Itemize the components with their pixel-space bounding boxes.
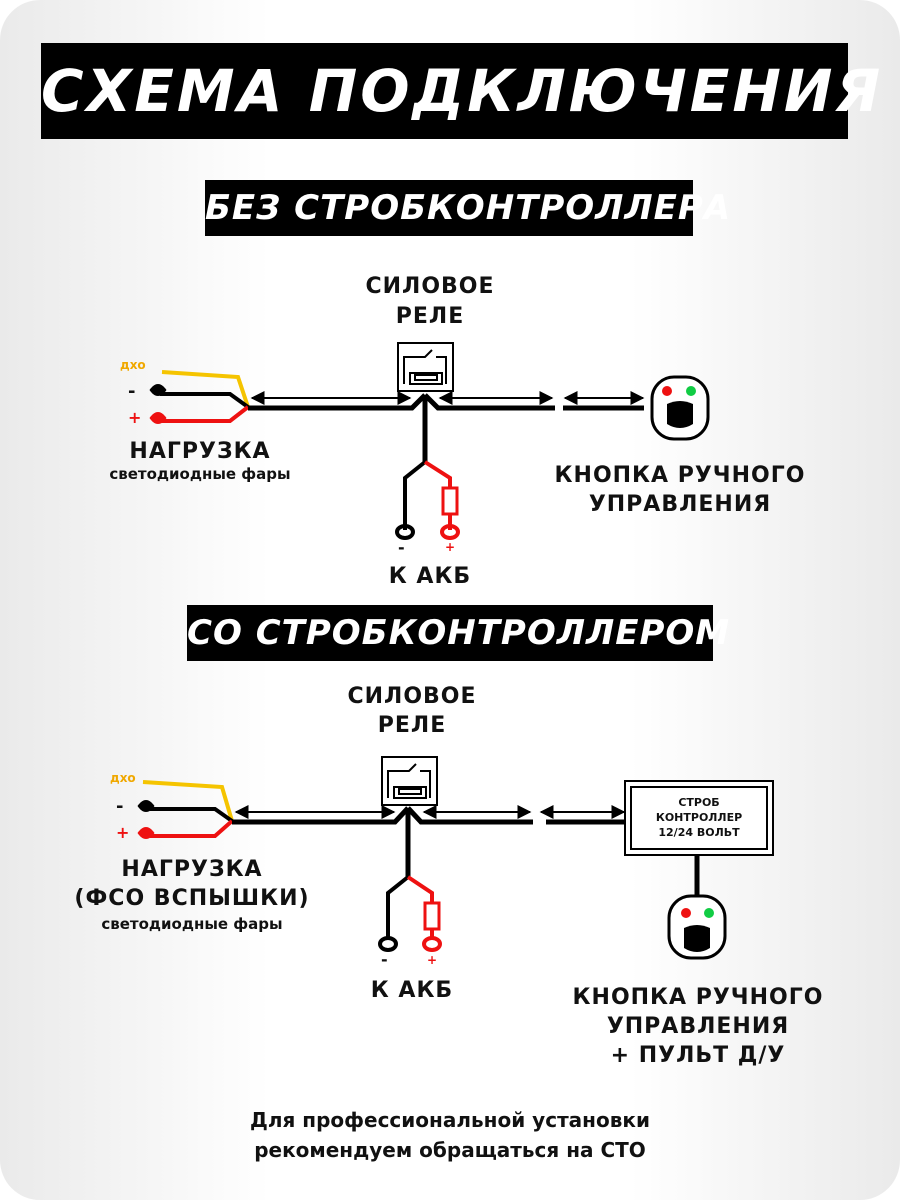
main-harness-right bbox=[423, 393, 555, 411]
load-plus-sign: + bbox=[116, 823, 130, 842]
load-minus-sign: - bbox=[116, 796, 124, 817]
battery-negative-terminal bbox=[378, 936, 398, 952]
relay-label-line2: РЕЛЕ bbox=[377, 713, 447, 738]
section1-heading: БЕЗ СТРОБКОНТРОЛЛЕРА bbox=[205, 180, 730, 236]
drl-label: дхо bbox=[110, 771, 136, 785]
manual-button-icon bbox=[667, 894, 727, 960]
load-label: НАГРУЗКА bbox=[129, 439, 271, 464]
battery-label: К АКБ bbox=[388, 564, 472, 589]
battery-label: К АКБ bbox=[370, 978, 454, 1003]
relay-label-line2: РЕЛЕ bbox=[395, 304, 465, 329]
load-negative-terminal bbox=[137, 800, 155, 812]
drl-wire bbox=[142, 780, 234, 822]
fuse-icon bbox=[423, 901, 441, 931]
main-harness-right bbox=[406, 806, 533, 825]
load-plus-sign: + bbox=[128, 408, 142, 427]
main-harness-left bbox=[232, 806, 410, 825]
relay-label-line1: СИЛОВОЕ bbox=[347, 684, 477, 709]
fuse-icon bbox=[441, 486, 459, 516]
footer-line2: рекомендуем обращаться на СТО bbox=[254, 1138, 646, 1162]
relay-icon bbox=[397, 342, 454, 392]
main-harness-left bbox=[248, 393, 427, 411]
controller-label-line1: СТРОБ bbox=[678, 796, 720, 809]
load-negative-wire bbox=[150, 807, 234, 823]
battery-positive-terminal bbox=[422, 936, 442, 952]
button-label-line2: УПРАВЛЕНИЯ bbox=[606, 1014, 790, 1039]
controller-label-line2: КОНТРОЛЛЕР bbox=[655, 811, 743, 824]
load-minus-sign: - bbox=[128, 381, 136, 402]
strobe-controller-box bbox=[624, 780, 774, 856]
load-positive-terminal bbox=[137, 827, 155, 839]
battery-negative-wire bbox=[386, 875, 410, 940]
battery-plus-sign: + bbox=[427, 953, 438, 967]
load-label-line2: (ФСО ВСПЫШКИ) bbox=[74, 886, 310, 911]
load-positive-terminal bbox=[149, 412, 167, 424]
battery-negative-wire bbox=[403, 460, 427, 530]
load-label: НАГРУЗКА bbox=[121, 857, 263, 882]
load-sublabel: светодиодные фары bbox=[101, 915, 283, 933]
battery-plus-sign: + bbox=[445, 540, 456, 554]
page-title: СХЕМА ПОДКЛЮЧЕНИЯ bbox=[41, 43, 880, 139]
controller-label-line3: 12/24 ВОЛЬТ bbox=[658, 826, 740, 839]
relay-label-line1: СИЛОВОЕ bbox=[365, 274, 495, 299]
load-positive-wire bbox=[160, 405, 250, 423]
load-sublabel: светодиодные фары bbox=[109, 465, 291, 483]
battery-minus-sign: - bbox=[381, 950, 388, 969]
load-positive-wire bbox=[150, 819, 234, 838]
section1-diagram bbox=[149, 342, 710, 540]
manual-button-icon bbox=[650, 375, 710, 441]
load-negative-terminal bbox=[149, 384, 167, 396]
button-label-line2: УПРАВЛЕНИЯ bbox=[588, 492, 772, 517]
footer-line1: Для профессиональной установки bbox=[250, 1108, 650, 1132]
battery-minus-sign: - bbox=[398, 538, 405, 557]
load-negative-wire bbox=[160, 392, 250, 409]
battery-negative-terminal bbox=[395, 524, 415, 540]
button-label-line1: КНОПКА РУЧНОГО bbox=[554, 463, 806, 488]
section2-diagram bbox=[137, 756, 774, 960]
drl-label: дхо bbox=[120, 358, 146, 372]
relay-icon bbox=[381, 756, 438, 806]
battery-positive-terminal bbox=[440, 524, 460, 540]
drl-wire bbox=[161, 370, 250, 408]
footer-note: Для профессиональной установки рекоменду… bbox=[0, 1105, 900, 1165]
button-label-line1: КНОПКА РУЧНОГО bbox=[572, 985, 824, 1010]
button-label-line3: + ПУЛЬТ Д/У bbox=[610, 1043, 786, 1068]
section2-heading: СО СТРОБКОНТРОЛЛЕРОМ bbox=[187, 605, 729, 661]
